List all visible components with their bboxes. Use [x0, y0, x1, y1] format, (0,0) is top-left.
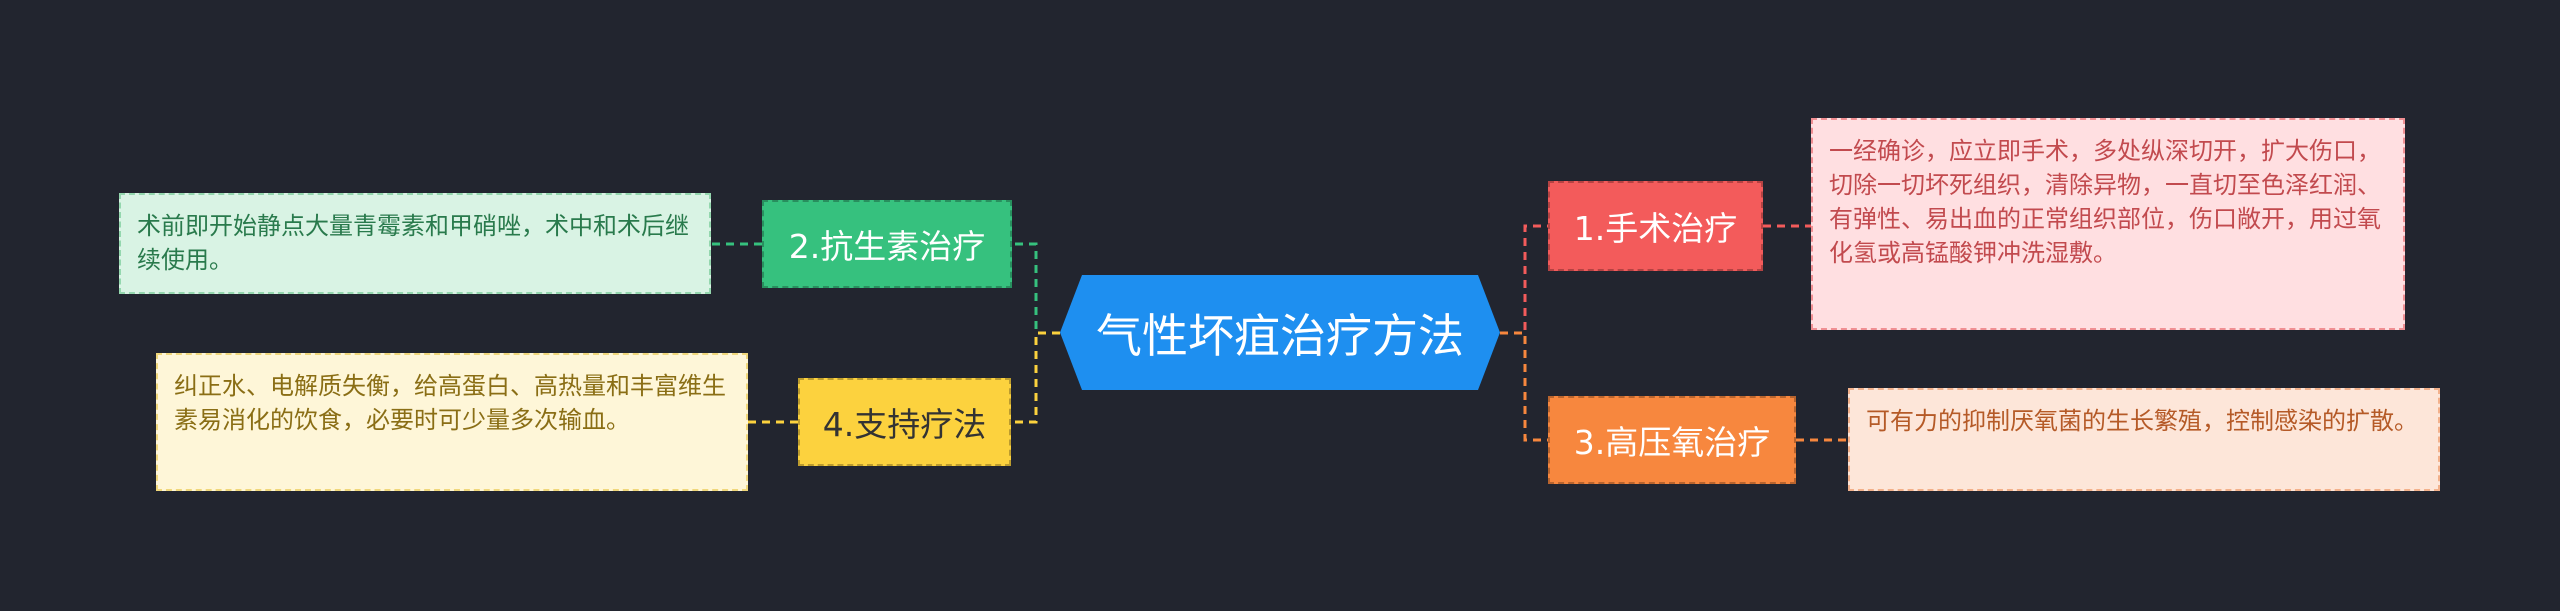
central-topic[interactable]: 气性坏疽治疗方法	[1060, 275, 1500, 390]
branch-surgery-label: 1.手术治疗	[1573, 209, 1738, 248]
branch-antibiotic-label: 2.抗生素治疗	[788, 227, 986, 266]
leaf-hyperbaric-oxygen-text: 可有力的抑制厌氧菌的生长繁殖，控制感染的扩散。	[1866, 407, 2418, 435]
connector-center-branch4	[1011, 331, 1060, 424]
leaf-supportive-therapy[interactable]: 纠正水、电解质失衡，给高蛋白、高热量和丰富维生素易消化的饮食，必要时可少量多次输…	[156, 353, 748, 491]
leaf-supportive-therapy-text: 纠正水、电解质失衡，给高蛋白、高热量和丰富维生素易消化的饮食，必要时可少量多次输…	[174, 372, 726, 434]
central-topic-label: 气性坏疽治疗方法	[1096, 308, 1464, 363]
branch-supportive-therapy[interactable]: 4.支持疗法	[798, 378, 1011, 466]
branch-antibiotic[interactable]: 2.抗生素治疗	[762, 200, 1012, 288]
connector-center-branch3	[1500, 331, 1548, 442]
connector-center-branch1	[1500, 224, 1548, 335]
branch-hyperbaric-oxygen[interactable]: 3.高压氧治疗	[1548, 396, 1796, 484]
branch-supportive-therapy-label: 4.支持疗法	[822, 405, 987, 444]
leaf-antibiotic-text: 术前即开始静点大量青霉素和甲硝唑，术中和术后继续使用。	[137, 212, 689, 274]
branch-surgery[interactable]: 1.手术治疗	[1548, 181, 1763, 271]
leaf-hyperbaric-oxygen[interactable]: 可有力的抑制厌氧菌的生长繁殖，控制感染的扩散。	[1848, 388, 2440, 491]
leaf-surgery[interactable]: 一经确诊，应立即手术，多处纵深切开，扩大伤口，切除一切坏死组织，清除异物，一直切…	[1811, 118, 2405, 330]
leaf-antibiotic[interactable]: 术前即开始静点大量青霉素和甲硝唑，术中和术后继续使用。	[119, 193, 711, 294]
connector-center-branch2	[1012, 242, 1060, 335]
branch-hyperbaric-oxygen-label: 3.高压氧治疗	[1573, 423, 1771, 462]
leaf-surgery-text: 一经确诊，应立即手术，多处纵深切开，扩大伤口，切除一切坏死组织，清除异物，一直切…	[1829, 137, 2381, 267]
